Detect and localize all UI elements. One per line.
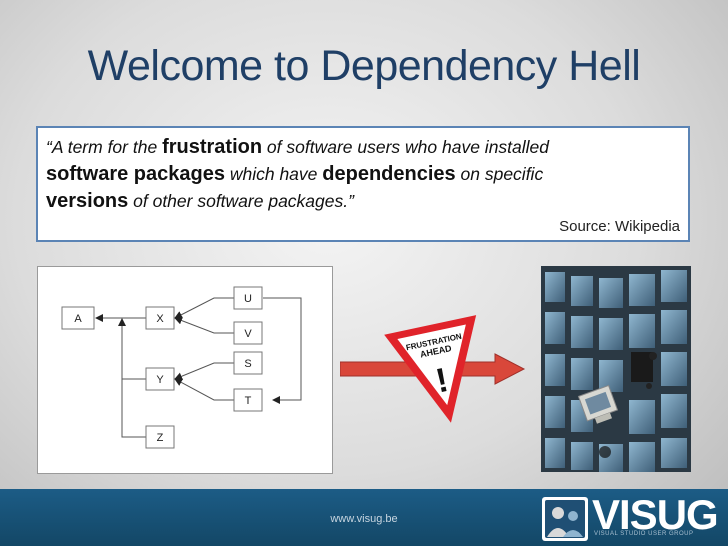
dependency-diagram: A X U V Y S T Z <box>37 266 333 474</box>
edge-u-x <box>174 297 234 319</box>
edge-t-y <box>174 378 234 401</box>
quote-segment: on specific <box>455 164 544 184</box>
falling-monitor-icon <box>577 384 619 424</box>
logo-text: VISUG <box>592 491 719 538</box>
node-label: Y <box>156 374 164 386</box>
footer-bar: www.visug.be <box>0 489 728 546</box>
node-box <box>145 425 175 449</box>
building-photo <box>541 266 691 472</box>
edge-z-trunk <box>118 318 146 438</box>
node-label: U <box>244 293 252 305</box>
node-box <box>233 286 263 310</box>
quote-segment: versions <box>46 190 129 212</box>
node-box <box>61 306 95 330</box>
node-box <box>233 388 263 412</box>
footer-website-link[interactable]: www.visug.be <box>330 513 398 525</box>
building-window-illustration <box>541 266 691 472</box>
quote-segment: frustration <box>162 136 263 158</box>
logo-subtitle: VISUAL STUDIO USER GROUP <box>594 531 694 537</box>
edge-u-t <box>263 297 302 404</box>
dependency-graph: A X U V Y S T Z <box>61 286 302 449</box>
quote-segment: “A term for the <box>46 137 163 157</box>
node-label: T <box>245 395 252 407</box>
quote-segment: dependencies <box>322 163 456 185</box>
quote-segment: which have <box>224 164 323 184</box>
edge-v-x <box>174 316 234 334</box>
quote-segment: software packages <box>46 163 225 185</box>
quote-text: “A term for the frustration of software … <box>46 134 680 215</box>
quote-segment: of software users who have installed <box>262 137 550 157</box>
node-label: Z <box>157 432 164 444</box>
frustration-sign: FRUSTRATION AHEAD ! <box>340 315 526 423</box>
quote-segment: of other software packages.” <box>128 191 354 211</box>
node-label: A <box>74 313 82 325</box>
node-box <box>233 351 263 375</box>
node-label: V <box>244 328 252 340</box>
node-box <box>145 306 175 330</box>
quote-source: Source: Wikipedia <box>559 218 680 235</box>
quote-box: “A term for the frustration of software … <box>36 126 690 242</box>
slide-title: Welcome to Dependency Hell <box>87 42 641 90</box>
node-box <box>233 321 263 345</box>
node-label: X <box>156 313 164 325</box>
node-box <box>145 367 175 391</box>
edge-s-y <box>174 362 234 381</box>
logo-people-icon <box>542 497 588 541</box>
node-label: S <box>244 358 251 370</box>
